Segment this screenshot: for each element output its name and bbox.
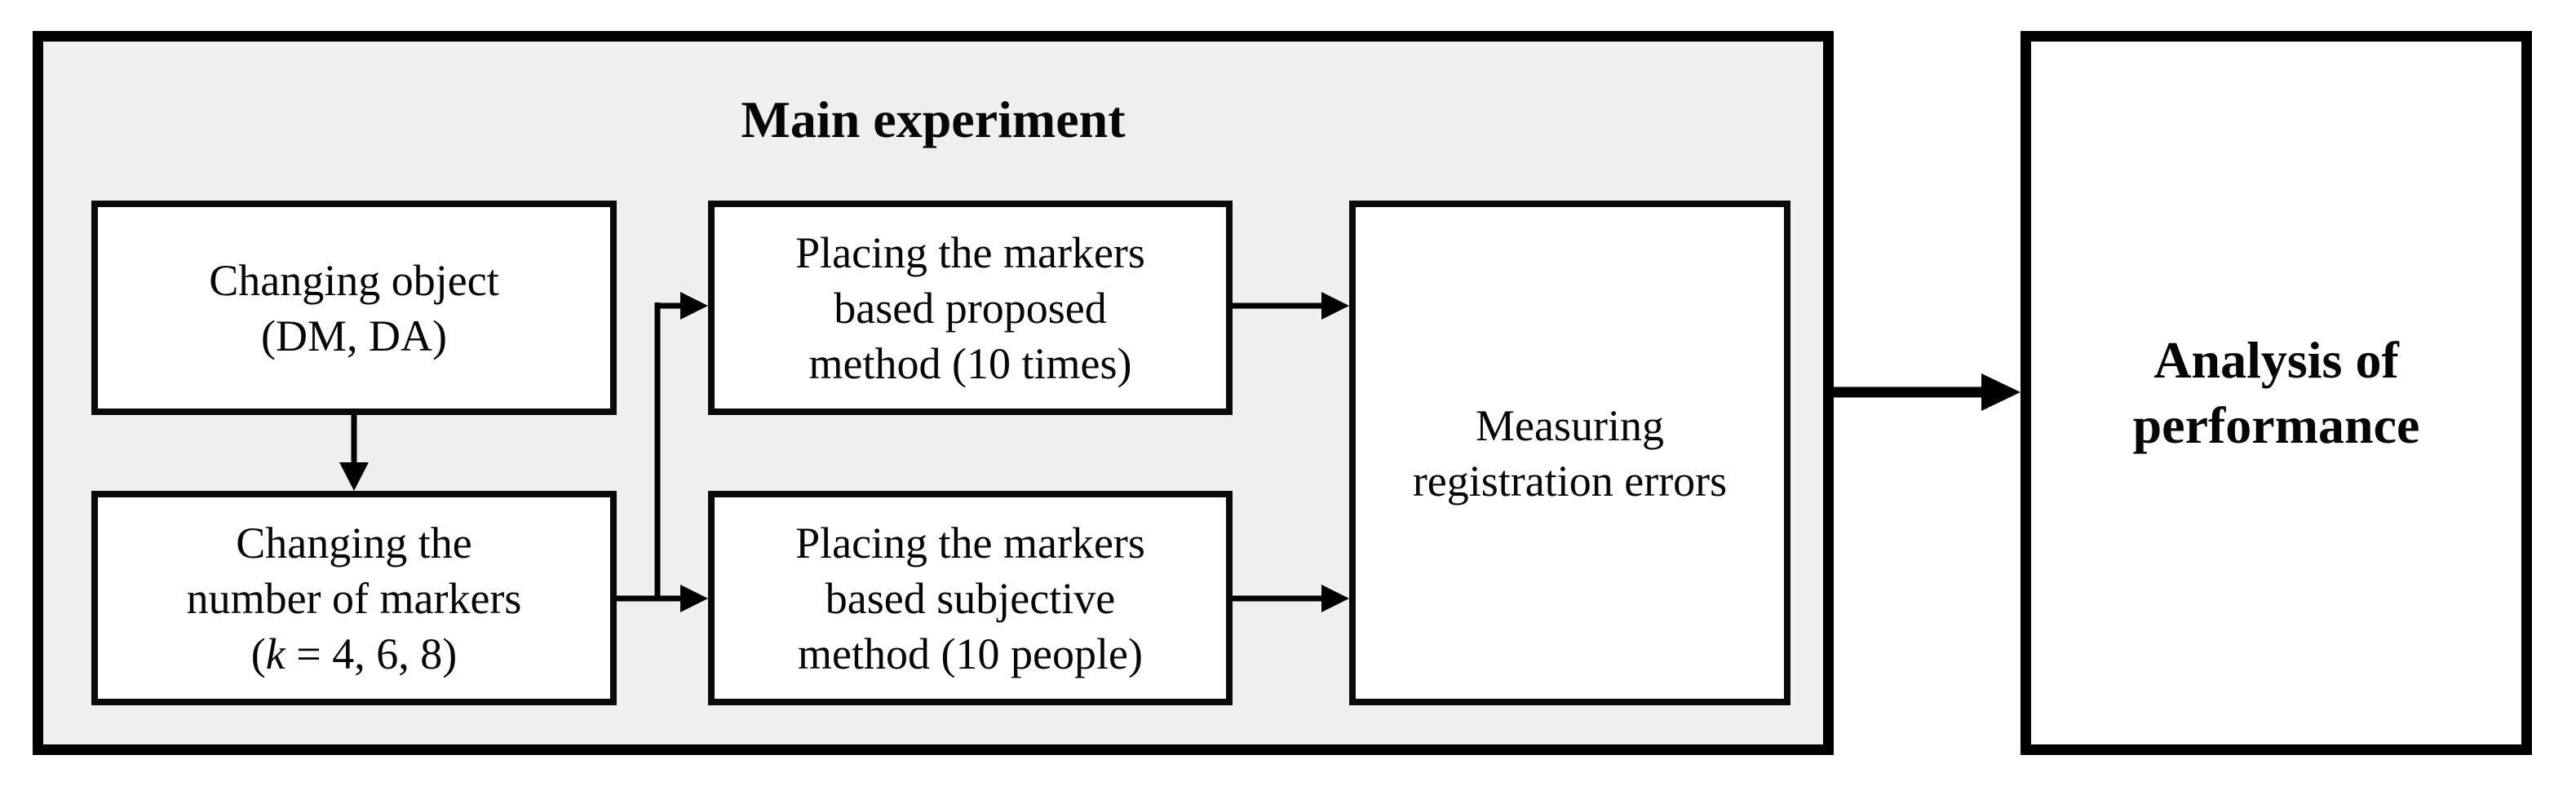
changing-markers-line2: number of markers	[186, 573, 522, 623]
proposed-method-box: Placing the markers based proposed metho…	[708, 201, 1233, 415]
measuring-errors-line1: Measuring	[1476, 400, 1664, 450]
measuring-errors-line2: registration errors	[1412, 456, 1728, 506]
changing-markers-k-variable: k	[265, 629, 285, 678]
changing-markers-line1: Changing the	[236, 518, 472, 567]
proposed-method-line1: Placing the markers	[795, 227, 1145, 277]
changing-object-line1: Changing object	[209, 255, 499, 305]
changing-markers-line3-rest: = 4, 6, 8)	[285, 629, 458, 678]
changing-markers-line3-open: (	[250, 629, 266, 678]
arrow-main-to-analysis	[1834, 373, 2021, 411]
changing-markers-line3: (k = 4, 6, 8)	[251, 626, 457, 682]
main-experiment-title: Main experiment	[741, 91, 1126, 148]
changing-markers-box: Changing the number of markers (k = 4, 6…	[91, 491, 617, 705]
analysis-line1: Analysis of	[2153, 331, 2399, 389]
proposed-method-line3: method (10 times)	[808, 338, 1132, 388]
subjective-method-line2: based subjective	[825, 573, 1116, 623]
subjective-method-box: Placing the markers based subjective met…	[708, 491, 1233, 705]
measuring-errors-box: Measuring registration errors	[1349, 201, 1790, 705]
proposed-method-line2: based proposed	[834, 283, 1107, 333]
changing-object-line2: (DM, DA)	[261, 311, 447, 360]
subjective-method-line1: Placing the markers	[795, 518, 1145, 567]
subjective-method-line3: method (10 people)	[798, 629, 1143, 678]
changing-object-box: Changing object (DM, DA)	[91, 201, 617, 415]
analysis-performance-box: Analysis of performance	[2021, 31, 2532, 755]
analysis-line2: performance	[2132, 396, 2420, 454]
